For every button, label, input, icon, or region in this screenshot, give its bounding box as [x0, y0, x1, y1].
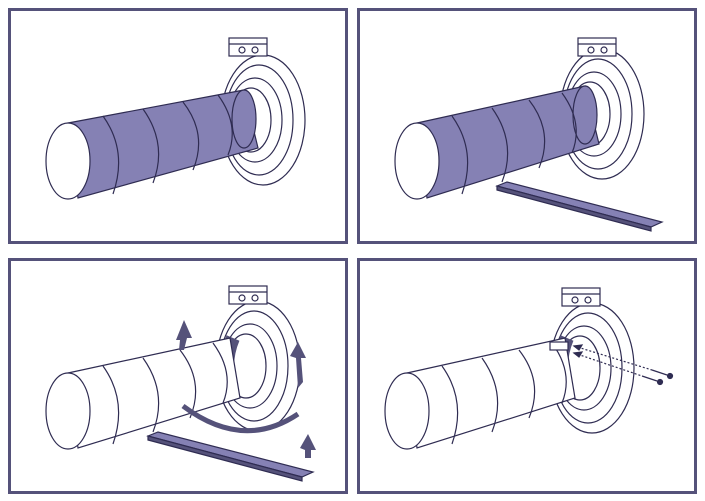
spiral-duct-icon	[384, 335, 576, 450]
spiral-duct-icon	[394, 85, 600, 200]
panel-step-1	[8, 8, 348, 244]
spiral-duct-icon	[45, 89, 259, 200]
panel-step-3	[8, 258, 348, 494]
mounting-clamp-strip-icon	[495, 181, 664, 232]
screw-icon	[572, 344, 674, 386]
spiral-duct-icon	[45, 335, 241, 450]
mounting-clamp-strip-icon	[146, 403, 315, 482]
panel-step-4	[357, 258, 697, 494]
panel-step-2	[357, 8, 697, 244]
rotation-arrow-icon	[176, 320, 316, 458]
